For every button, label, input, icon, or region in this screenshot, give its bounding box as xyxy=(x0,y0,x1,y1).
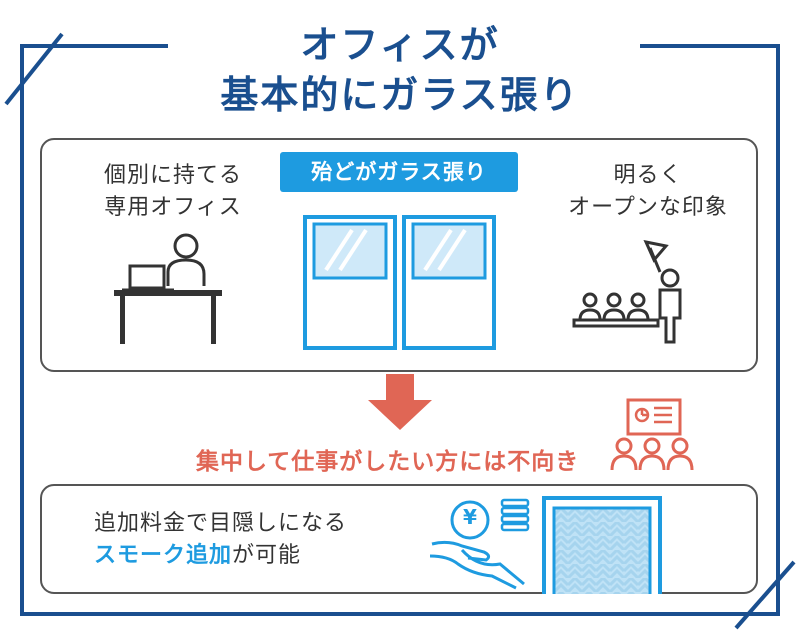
right-text: 明るく オープンな印象 xyxy=(548,160,748,224)
glass-door-icon xyxy=(303,215,496,350)
down-arrow-icon xyxy=(368,374,432,430)
left-text-line-2: 専用オフィス xyxy=(104,194,242,220)
right-text-line-1: 明るく xyxy=(613,163,683,188)
bottom-text-line-2-rest: が可能 xyxy=(232,542,302,568)
smoke-option-highlight: スモーク追加 xyxy=(94,542,233,568)
presenter-audience-icon xyxy=(572,239,682,344)
coin-yen-symbol: ¥ xyxy=(463,505,477,529)
meeting-icon xyxy=(610,398,694,471)
person-at-laptop-icon xyxy=(114,233,222,344)
glass-badge: 殆どがガラス張り xyxy=(280,152,518,192)
smoke-window-icon xyxy=(542,496,662,594)
left-text: 個別に持てる 専用オフィス xyxy=(88,160,258,224)
bottom-text-line-2: スモーク追加が可能 xyxy=(94,540,394,572)
hand-coin-icon xyxy=(429,498,530,590)
right-text-line-2: オープンな印象 xyxy=(568,194,728,220)
title-line-1: オフィスが xyxy=(300,23,500,67)
left-text-line-1: 個別に持てる xyxy=(103,163,242,188)
bottom-text: 追加料金で目隠しになる スモーク追加が可能 xyxy=(94,508,394,572)
frame-corner-slash-tl xyxy=(4,32,64,106)
frame-corner-slash-br xyxy=(734,560,796,630)
title-line-2: 基本的にガラス張り xyxy=(220,73,580,117)
bottom-text-line-1: 追加料金で目隠しになる xyxy=(94,511,348,536)
warning-text: 集中して仕事がしたい方には不向き xyxy=(196,449,580,475)
